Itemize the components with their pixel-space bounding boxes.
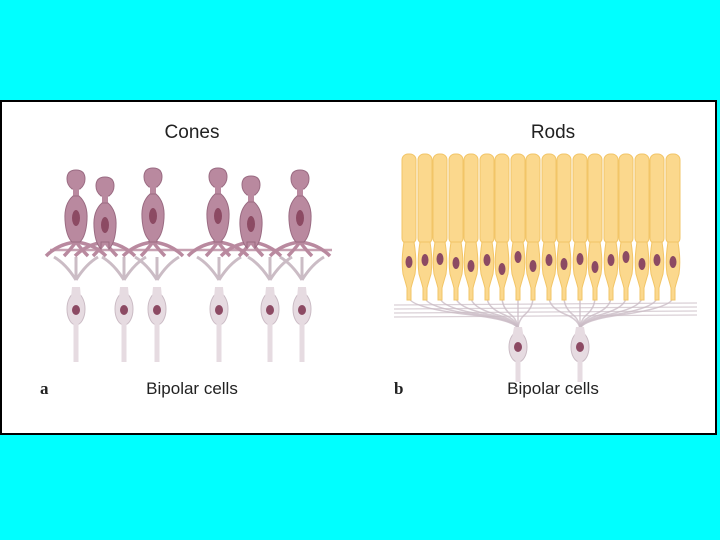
cone-nucleus — [149, 208, 157, 224]
rod-cell — [525, 153, 541, 301]
rod-cell — [401, 153, 417, 301]
bipolar-nucleus — [120, 305, 128, 315]
cone-bipolar-cell — [196, 255, 242, 362]
rod-nucleus — [405, 256, 413, 268]
cone-pedicle-network — [44, 240, 332, 258]
cone-nucleus — [214, 208, 222, 224]
bipolar-nucleus — [215, 305, 223, 315]
rod-bipolar-cell — [570, 327, 590, 382]
rod-nucleus — [638, 258, 646, 270]
rod-cell — [556, 153, 572, 301]
rod-nucleus — [607, 254, 615, 266]
cone-cell — [141, 167, 165, 243]
cone-bipolar-cell — [279, 255, 325, 362]
figure-frame: Cones a Bipolar cells Rods b Bipolar cel… — [0, 100, 717, 435]
cone-bipolar-cell — [134, 255, 180, 362]
rod-cell — [572, 153, 588, 301]
rod-cell — [603, 153, 619, 301]
rod-nucleus — [498, 263, 506, 275]
rod-bipolar-cell — [508, 327, 528, 382]
rod-nucleus — [591, 261, 599, 273]
rod-cell — [618, 153, 634, 301]
bipolar-nucleus — [153, 305, 161, 315]
bipolar-nucleus — [298, 305, 306, 315]
rod-nucleus — [529, 260, 537, 272]
panel-a-letter: a — [40, 379, 49, 398]
bipolar-nucleus — [514, 342, 522, 352]
rod-cell — [448, 153, 464, 301]
panel-b-title: Rods — [531, 122, 575, 143]
bipolar-nucleus — [576, 342, 584, 352]
rod-nucleus — [483, 254, 491, 266]
rod-nucleus — [514, 251, 522, 263]
rod-cell — [649, 153, 665, 301]
bipolar-nucleus — [266, 305, 274, 315]
rod-nucleus — [653, 254, 661, 266]
cone-cell — [64, 169, 88, 243]
panel-b-letter: b — [394, 379, 403, 398]
rod-bipolar-cells — [508, 327, 590, 382]
rod-bipolar-connections — [393, 296, 698, 331]
rod-cell — [432, 153, 448, 301]
rod-cell — [417, 153, 433, 301]
cone-nucleus — [101, 217, 109, 233]
rod-cell — [634, 153, 650, 301]
panel-a-bipolar-label: Bipolar cells — [146, 379, 238, 398]
rod-cells — [401, 153, 681, 301]
cone-nucleus — [247, 216, 255, 232]
cone-bipolar-cell — [247, 255, 293, 362]
rod-nucleus — [436, 253, 444, 265]
cone-cell — [93, 176, 117, 251]
rod-cell — [494, 153, 510, 301]
rod-nucleus — [560, 258, 568, 270]
rod-nucleus — [576, 253, 584, 265]
rod-cell — [541, 153, 557, 301]
retina-figure: Cones a Bipolar cells Rods b Bipolar cel… — [40, 122, 698, 398]
cone-nucleus — [72, 210, 80, 226]
panel-a-title: Cones — [165, 122, 220, 143]
panel-rods: Rods b Bipolar cells — [393, 122, 698, 398]
rod-nucleus — [669, 256, 677, 268]
cone-bipolar-cell — [101, 255, 147, 362]
rod-cell — [479, 153, 495, 301]
cone-bipolar-cell — [53, 255, 99, 362]
cone-cell — [206, 167, 230, 243]
cone-cell — [288, 169, 312, 243]
rod-cell — [587, 153, 603, 301]
cone-nucleus — [296, 210, 304, 226]
bipolar-nucleus — [72, 305, 80, 315]
rod-cell — [665, 153, 681, 301]
cone-cell — [239, 175, 263, 250]
rod-cell — [463, 153, 479, 301]
rod-nucleus — [622, 251, 630, 263]
rod-nucleus — [452, 257, 460, 269]
rod-nucleus — [545, 254, 553, 266]
cone-bipolar-cells — [53, 255, 325, 362]
panel-b-bipolar-label: Bipolar cells — [507, 379, 599, 398]
cone-cells — [44, 167, 332, 258]
panel-cones: Cones a Bipolar cells — [40, 122, 332, 398]
rod-nucleus — [467, 260, 475, 272]
rod-nucleus — [421, 254, 429, 266]
rod-cell — [510, 153, 526, 301]
